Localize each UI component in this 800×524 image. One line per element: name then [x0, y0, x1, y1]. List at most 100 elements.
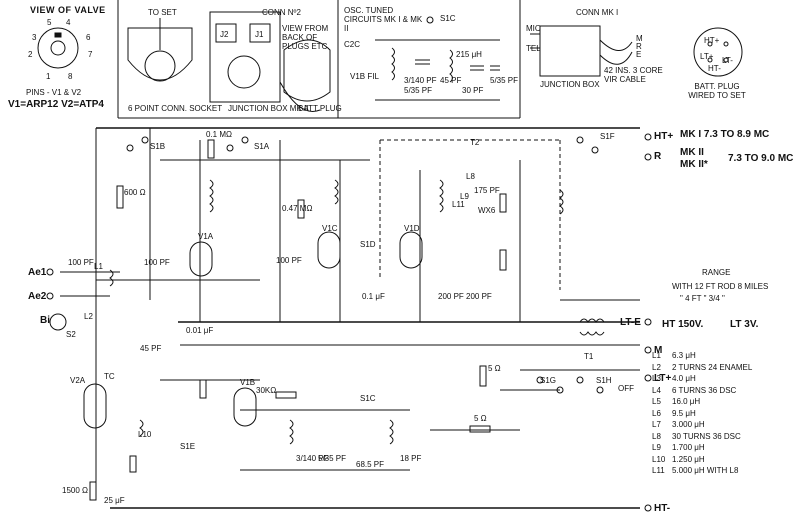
- c175-label: 175 PF: [474, 186, 500, 195]
- l2-label: L2: [84, 312, 93, 321]
- range-mk1: MK I 7.3 TO 8.9 MC: [680, 129, 770, 140]
- j2-label: J2: [220, 30, 229, 39]
- pin-6: 6: [86, 33, 91, 42]
- j1-label: J1: [255, 30, 264, 39]
- valve-base-diagram: [37, 27, 79, 69]
- batt-pin-ht-minus: HT-: [708, 64, 721, 73]
- terminal-markers: [46, 133, 652, 512]
- v1a-label: V1A: [198, 232, 214, 241]
- osc-l: 215 μH: [456, 50, 482, 59]
- r1500-label: 1500 Ω: [62, 486, 88, 495]
- supply-ht: HT 150V.: [662, 319, 704, 330]
- pin-4: 4: [66, 18, 71, 27]
- range-note-2: " 4 FT " 3/4 ": [680, 294, 725, 303]
- pin-1: 1: [46, 72, 51, 81]
- c68-label: 68.5 PF: [356, 460, 385, 469]
- s1b-label: S1B: [150, 142, 166, 151]
- t1-label: T1: [584, 352, 594, 361]
- c100pf-2: 100 PF: [144, 258, 170, 267]
- l11-label: L11: [452, 200, 465, 209]
- terminal-r: R: [636, 42, 642, 51]
- supply-lt: LT 3V.: [730, 319, 759, 330]
- osc-c3: 45 PF: [440, 76, 462, 85]
- c3-140-label: 3/140 PF: [296, 454, 329, 463]
- t2-label: T2: [470, 138, 480, 147]
- batt-plug-caption: BATT. PLUG WIRED TO SET: [688, 82, 746, 100]
- c001-label: 0.01 μF: [186, 326, 214, 335]
- s1d-label: S1D: [360, 240, 376, 249]
- main-schematic: [60, 127, 640, 509]
- osc-v1b-fil: V1B FIL: [350, 72, 379, 81]
- s1f-label: S1F: [600, 132, 615, 141]
- six-point-socket: [127, 18, 193, 82]
- v1b-label: V1B: [240, 378, 256, 387]
- batt-plug-diagram: [693, 27, 743, 77]
- v1d-label: V1D: [404, 224, 420, 233]
- c5-35-label: 5/35 PF: [318, 454, 347, 463]
- c02-label: 0.1 μF: [362, 292, 385, 301]
- cable-label: 42 INS. 3 CORE VIR CABLE: [604, 66, 663, 84]
- c100pf-3: 100 PF: [276, 256, 302, 265]
- batt-pin-ht: HT+: [704, 36, 720, 45]
- s2-label: S2: [66, 330, 76, 339]
- pins-note: PINS - V1 & V2: [26, 88, 82, 97]
- term-ae2: Ae2: [28, 291, 47, 302]
- valve-types: V1=ARP12 V2=ATP4: [8, 99, 104, 110]
- pin-7: 7: [88, 50, 93, 59]
- term-lt-e: LT-E: [620, 317, 641, 328]
- range-mk2a: MK II*: [680, 159, 708, 170]
- range-note-title: RANGE: [702, 268, 731, 277]
- batt-pin-lt-plus: LT+: [700, 52, 714, 61]
- range-mk2-freq: 7.3 TO 9.0 MC: [728, 153, 794, 164]
- r30k-label: 30KΩ: [256, 386, 277, 395]
- junction-label: JUNCTION BOX: [540, 80, 600, 89]
- switch-symbols: [126, 136, 604, 394]
- osc-c5: 5/35 PF: [490, 76, 519, 85]
- tc-label: TC: [104, 372, 115, 381]
- s1g-label: S1G: [540, 376, 557, 385]
- r047m-label: 0.47 MΩ: [282, 204, 313, 213]
- osc-s1c: S1C: [440, 14, 456, 23]
- s1h-label: S1H: [596, 376, 612, 385]
- to-set-label: TO SET: [148, 8, 177, 17]
- tel-label: TEL: [526, 44, 541, 53]
- l1-label: L1: [94, 262, 103, 271]
- wx6-label: WX6: [478, 206, 496, 215]
- conn-mk1-diagram: [530, 25, 633, 77]
- conn-mk1-title: CONN MK I: [576, 8, 619, 17]
- c25uf-label: 25 μF: [104, 496, 125, 505]
- osc-c4: 30 PF: [462, 86, 484, 95]
- terminal-e: E: [636, 50, 642, 59]
- resistor-symbols: [89, 139, 507, 501]
- c45pf-label: 45 PF: [140, 344, 162, 353]
- term-ht-minus: HT-: [654, 503, 671, 514]
- term-r: R: [654, 151, 662, 162]
- v1c-label: V1C: [322, 224, 338, 233]
- valve-symbols: [49, 231, 423, 429]
- r5b-label: 5 Ω: [474, 414, 487, 423]
- mic-label: MIC: [526, 24, 541, 33]
- c18-label: 18 PF: [400, 454, 422, 463]
- socket-caption: 6 POINT CONN. SOCKET: [128, 104, 223, 113]
- batt-plug-label: BATT PLUG: [298, 104, 342, 113]
- range-mk2: MK II: [680, 147, 704, 158]
- term-ae1: Ae1: [28, 267, 47, 278]
- terminal-m: M: [636, 34, 643, 43]
- pin-8: 8: [68, 72, 73, 81]
- r5a-label: 5 Ω: [488, 364, 501, 373]
- pin-3: 3: [32, 33, 37, 42]
- s1e-label: S1E: [180, 442, 196, 451]
- v2a-label: V2A: [70, 376, 86, 385]
